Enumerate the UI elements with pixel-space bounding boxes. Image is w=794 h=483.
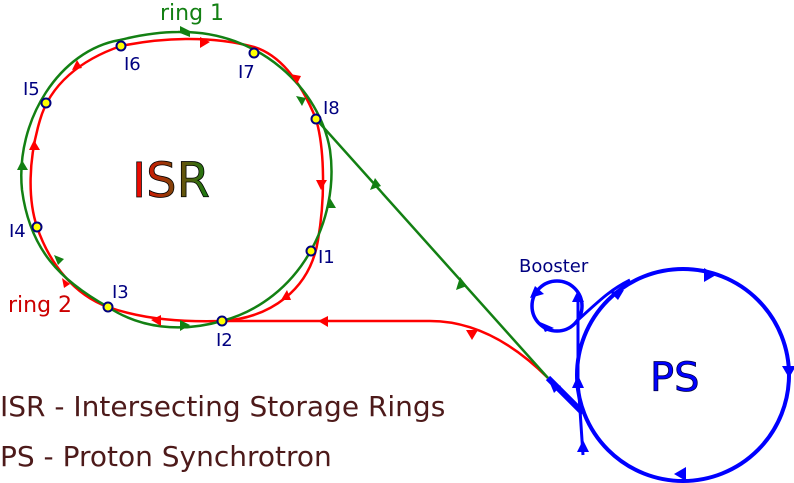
ps-arrows bbox=[530, 268, 794, 481]
ring-2 bbox=[29, 37, 549, 379]
ring-1 bbox=[20, 30, 549, 379]
point-i1 bbox=[305, 245, 317, 257]
legend-isr: ISR - Intersecting Storage Rings bbox=[0, 390, 445, 423]
point-i3 bbox=[102, 301, 114, 313]
point-i2 bbox=[216, 315, 228, 327]
booster-label: Booster bbox=[519, 256, 589, 277]
legend-ps: PS - Proton Synchrotron bbox=[0, 440, 332, 473]
label-i6: I6 bbox=[124, 54, 141, 75]
booster-ring bbox=[530, 279, 584, 333]
point-i8 bbox=[310, 113, 322, 125]
label-i5: I5 bbox=[23, 79, 40, 100]
label-i3: I3 bbox=[112, 282, 129, 303]
label-i8: I8 bbox=[323, 98, 340, 119]
ring-1-label: ring 1 bbox=[160, 1, 224, 26]
direction-arrows bbox=[17, 26, 478, 340]
point-i5 bbox=[40, 97, 52, 109]
point-labels: I1 I2 I3 I4 I5 I6 I7 I8 bbox=[9, 54, 340, 351]
label-i7: I7 bbox=[238, 62, 255, 83]
intersection-points bbox=[31, 40, 322, 327]
label-i4: I4 bbox=[9, 221, 26, 242]
point-i6 bbox=[115, 40, 127, 52]
label-i1: I1 bbox=[318, 247, 335, 268]
ring-2-label: ring 2 bbox=[8, 293, 72, 318]
ps-label: PS bbox=[650, 355, 700, 401]
point-i7 bbox=[248, 47, 260, 59]
point-i4 bbox=[31, 221, 43, 233]
isr-title: ISR bbox=[132, 153, 210, 209]
label-i2: I2 bbox=[216, 330, 233, 351]
